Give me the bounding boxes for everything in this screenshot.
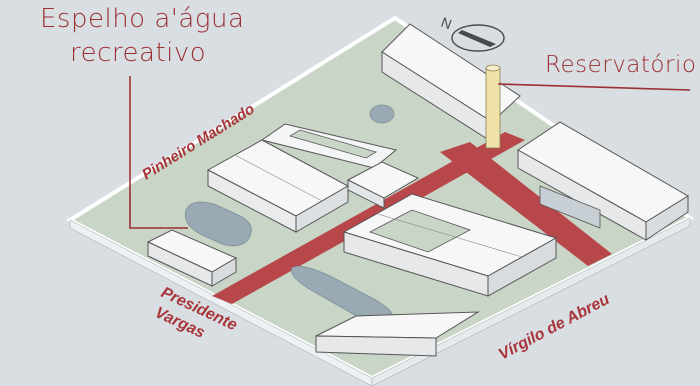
- espelho-leader-line: [129, 76, 188, 229]
- block-edge: [371, 217, 691, 386]
- road-cross: [440, 142, 612, 266]
- reservatorio-leader-line: [497, 83, 691, 91]
- label-espelho-line1: Espelho a'água: [40, 4, 245, 34]
- block-edge: [69, 219, 373, 386]
- north-arrow-compass-icon: N: [439, 14, 505, 52]
- building-center-courtyard: [368, 209, 472, 253]
- water-pond-top: [369, 104, 395, 124]
- reservoir-tower: [485, 67, 501, 149]
- label-espelho-line2: recreativo: [70, 38, 207, 68]
- building-top-left-court: [289, 129, 377, 159]
- building-right-glass: [539, 185, 601, 229]
- water-pool-left: [184, 201, 252, 247]
- label-reservatorio: Reservatório: [545, 52, 697, 78]
- building-left-wall2: [295, 185, 349, 233]
- svg-text:N: N: [439, 14, 454, 32]
